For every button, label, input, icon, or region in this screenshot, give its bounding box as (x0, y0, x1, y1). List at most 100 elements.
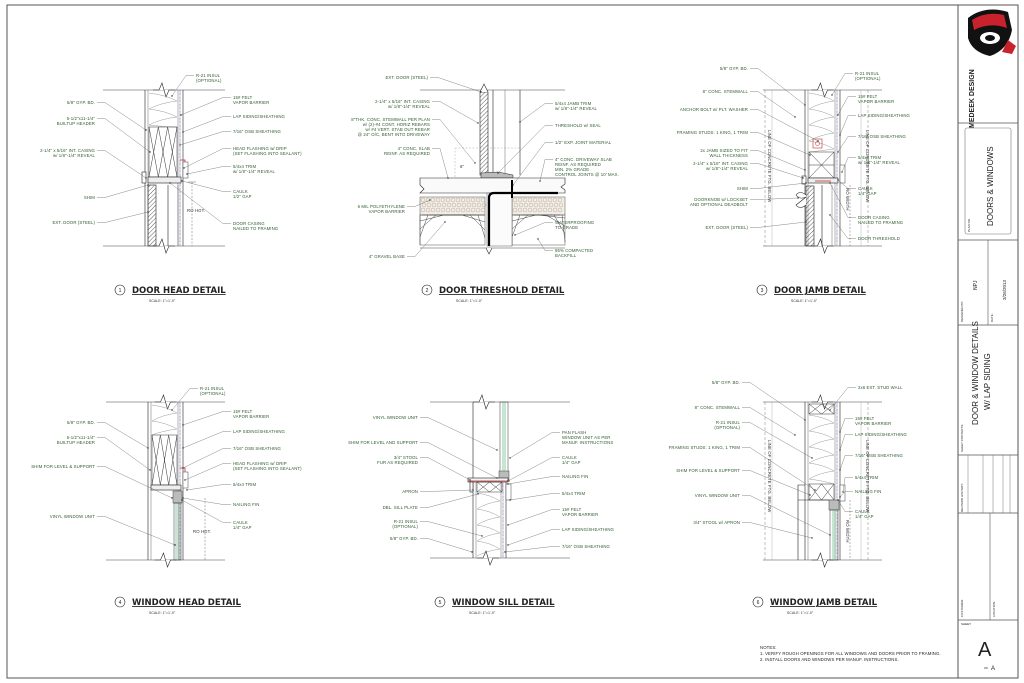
leader-line (839, 418, 853, 433)
leader-line (420, 489, 474, 492)
callout-label: NAILING FIN (855, 489, 881, 494)
callout: SHIM (737, 182, 807, 191)
leader-line (97, 422, 149, 449)
callout-label: LAP SIDING/SHEATHING (855, 432, 908, 437)
callout-label: SHIM (737, 186, 748, 191)
callout: 1/2" EXP. JOINT MATERIAL (512, 140, 612, 186)
callout-label: PAN FLASH (562, 430, 586, 435)
callout-label: 3/4" STOOL w/ APRON (693, 520, 740, 525)
leader-dot (805, 182, 807, 184)
leader-line (420, 457, 471, 481)
leader-line (742, 447, 816, 491)
leader-dot (480, 91, 482, 93)
detail-number-bubble (114, 284, 126, 296)
leader-line (182, 431, 231, 449)
leader-dot (797, 197, 799, 199)
callout-label: DBL. SILL PLATE (383, 505, 418, 510)
callout-label: w/ 1/8"-1/4" REVEAL (53, 153, 95, 158)
sheet-contents-line2: W/ LAP SIDING (983, 353, 992, 410)
callout: 7/16" OSB SHEATHING (504, 544, 610, 553)
dimension-text: LINE OF CONCRETE FTG. BELOW (865, 130, 870, 203)
dimension-text: LINE OF CONCRETE FTG. BELOW (767, 130, 772, 203)
leader-line (171, 75, 194, 97)
callout: 5/4x4 TRIM (842, 475, 878, 493)
leader-line (829, 214, 856, 239)
leader-dot (837, 179, 839, 181)
callout-label: 15# FELT (858, 94, 878, 99)
leader-dot (811, 537, 813, 539)
leader-dot (429, 199, 431, 201)
leader-dot (182, 467, 184, 469)
callout-label: DOOR THRESHOLD (858, 236, 900, 241)
callout-label: FUR AS REQUIRED (377, 460, 418, 465)
callout-label: w/ 1/8"-1/4" REVEAL (706, 166, 748, 171)
callout: 5-1/2"x11-1/4"BUILTUP HEADER (57, 116, 151, 153)
callout-label: 5/4x4 TRIM (562, 491, 585, 496)
leader-dot (804, 169, 806, 171)
leader-dot (183, 167, 185, 169)
detail-scale: SCALE: 1"=1'-0" (787, 611, 814, 615)
callout: LAP SIDING/SHEATHING (182, 429, 285, 449)
leader-dot (519, 121, 521, 123)
callout-label: MIN. 2% GRADE (555, 167, 589, 172)
dimension-text: LINE OF CONCRETE FTG. BELOW (865, 440, 870, 513)
leader-line (512, 142, 553, 186)
leader-line (407, 199, 431, 207)
leader-dot (507, 480, 509, 482)
leader-line (171, 388, 198, 411)
leader-line (181, 499, 231, 523)
callout-label: LAP SIDING/SHEATHING (562, 527, 615, 532)
leader-line (837, 179, 856, 189)
callout: 8" CONC. STEMWALL (695, 405, 796, 436)
callout-label: DOOR CASING (858, 215, 890, 220)
callout-label: 5/8" GYP. BD. (390, 536, 418, 541)
callout-label: w/ 1/8"-1/4" REVEAL (388, 104, 430, 109)
callout-label: ANCHOR BOLT w/ PLT. WASHER (680, 107, 748, 112)
leader-line (519, 103, 553, 123)
callout: VINYL WINDOW UNIT (695, 493, 831, 536)
leader-dot (837, 151, 839, 153)
callout-label: LAP SIDING/SHEATHING (858, 113, 911, 118)
leader-line (420, 521, 483, 537)
callout-label: (OPTIONAL) (714, 425, 740, 430)
callout-label: 2x6 EXT. STUD WALL (858, 385, 903, 390)
leader-line (186, 484, 231, 491)
callout-label: 5/4x4 JAMB TRIM (555, 101, 592, 106)
leader-line (432, 148, 449, 179)
callout: SHIM FOR LEVEL & SUPPORT (676, 468, 811, 496)
detail-2-door-threshold-detail: EXT. DOOR (STEEL)2-1/4" x 5/16" INT. CAS… (351, 75, 618, 303)
callout-label: APRON (402, 489, 418, 494)
callout-label: 7/16" OSB SHEATHING (562, 544, 611, 549)
revision-history-label: REVISION HISTORY: (960, 483, 964, 512)
leader-dot (814, 489, 816, 491)
callout: LAP SIDING/SHEATHING (839, 432, 907, 451)
leader-line (186, 166, 231, 175)
detail-drawings: R-21 INSUL(OPTIONAL)5/8" GYP. BD.5-1/2"x… (31, 66, 910, 615)
callout-label: NAILED TO FRAMING (233, 226, 279, 231)
detail-1-door-head-detail: R-21 INSUL(OPTIONAL)5/8" GYP. BD.5-1/2"x… (40, 73, 302, 303)
leader-dot (496, 449, 498, 451)
leader-line (497, 125, 553, 174)
leader-line (97, 184, 149, 198)
detail-number-bubble (752, 596, 764, 608)
callout-label: CAULK (233, 189, 248, 194)
callout-label: R-21 INSUL (716, 420, 741, 425)
callout-label: LAP SIDING/SHEATHING (233, 114, 286, 119)
leader-dot (149, 151, 151, 153)
callout-label: 5-1/2"x11-1/4" (67, 116, 96, 121)
detail-scale: SCALE: 1"=1'-0" (469, 611, 496, 615)
callout-label: 15# FELT (233, 95, 253, 100)
callout-label: WALL THICKNESS (710, 153, 749, 158)
callout-label: 15# FELT (233, 409, 253, 414)
callout-label: w/ 1/8"-1/4" REVEAL (858, 160, 900, 165)
detail-4-window-head-detail: 5/8" GYP. BD.5-1/2"x11-1/4"BUILTUP HEADE… (31, 386, 302, 615)
dimension-text: RO HGT. (187, 208, 205, 213)
leader-dot (839, 469, 841, 471)
leader-dot (169, 182, 171, 184)
